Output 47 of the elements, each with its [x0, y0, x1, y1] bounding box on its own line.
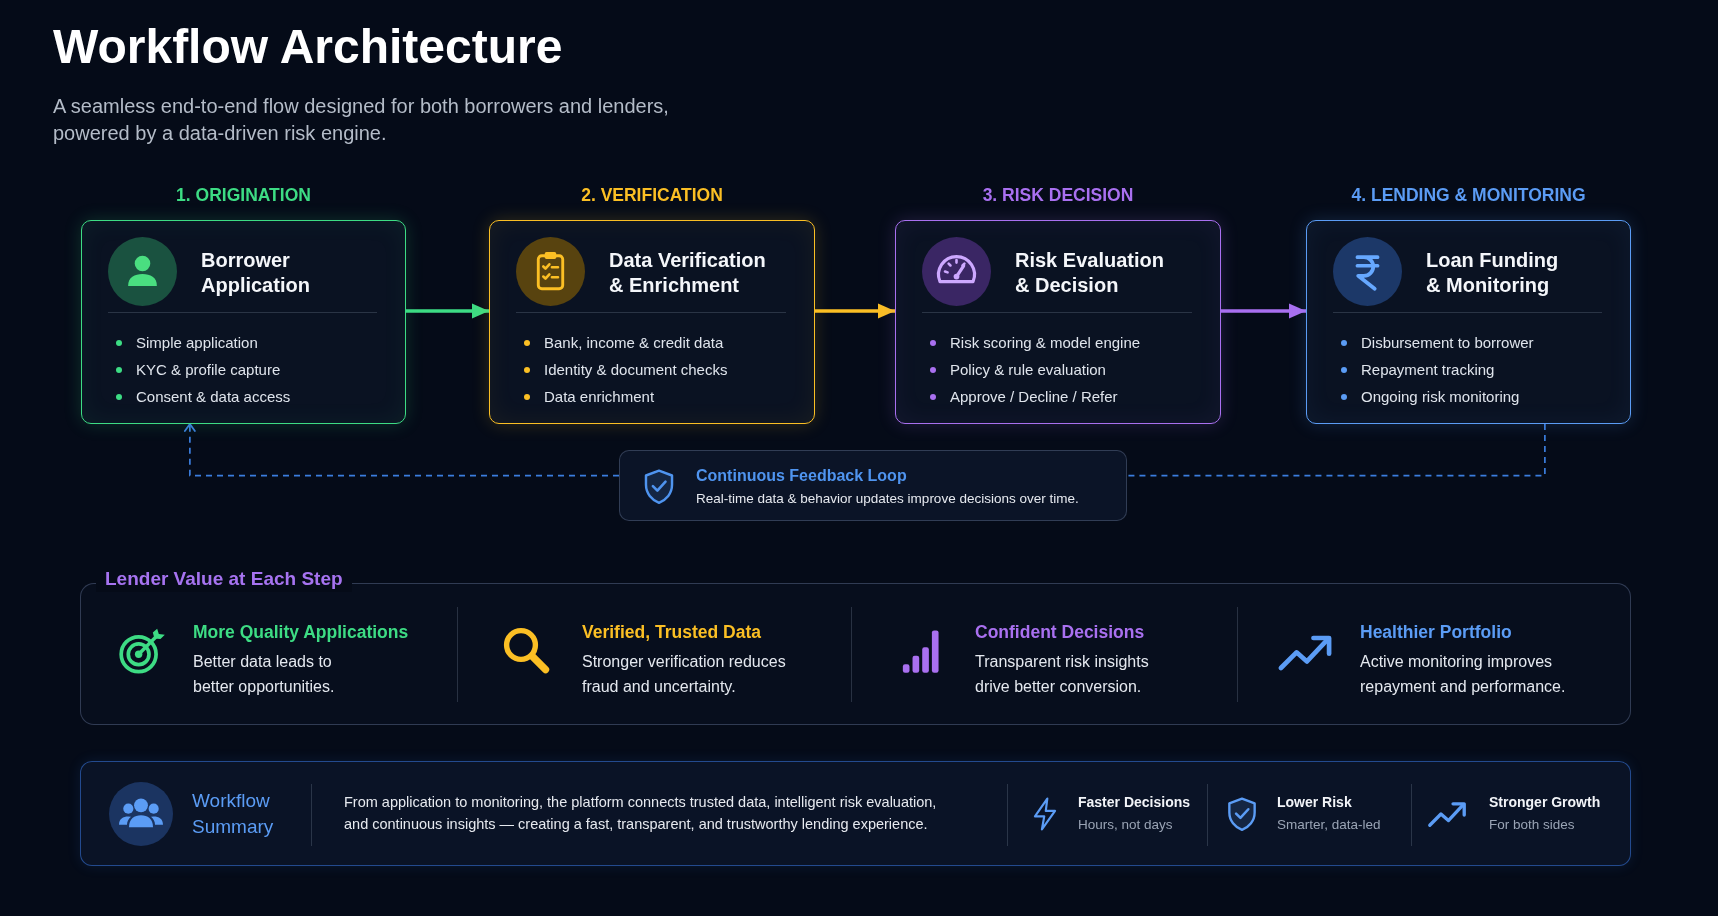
item-title: Verified, Trusted Data	[582, 621, 761, 643]
stage-heading: 2. VERIFICATION	[581, 184, 723, 206]
item-description: Stronger verification reduces fraud and uncertainty.	[582, 652, 787, 697]
summary-panel	[80, 761, 1631, 866]
item-description: Active monitoring improves repayment and performance.	[1360, 652, 1567, 697]
panel-text: Real-time data & behavior updates improve decisions over time.	[696, 490, 1079, 508]
item-title: Confident Decisions	[975, 621, 1145, 643]
list-item: Repayment tracking	[1361, 360, 1495, 380]
stat-title: Faster Decisions	[1078, 793, 1191, 812]
page-subtitle: A seamless end-to-end flow designed for both borrowers and lenders, powered by a data-driven risk engine.	[53, 94, 670, 146]
stat-caption: Hours, not days	[1078, 816, 1173, 834]
list-item: Identity & document checks	[544, 360, 728, 380]
list-item: Risk scoring & model engine	[950, 333, 1141, 353]
summary-heading: Workflow Summary	[192, 789, 275, 839]
summary-text: From application to monitoring, the platform connects trusted data, intelligent risk evaluation, and continuous insights — creating a fast, transparent, and trustworthy lending experience.	[344, 793, 938, 834]
stage-heading: 1. ORIGINATION	[176, 184, 311, 206]
arrow	[1221, 303, 1306, 319]
panel-title: Continuous Feedback Loop	[696, 466, 907, 486]
stat-caption: For both sides	[1489, 816, 1575, 834]
feedback-panel	[619, 450, 1127, 521]
dashed-line	[1126, 423, 1546, 477]
arrow	[406, 303, 489, 319]
list-item: Disbursement to borrower	[1361, 333, 1534, 353]
stat-title: Stronger Growth	[1489, 793, 1601, 812]
list-item: Data enrichment	[544, 387, 655, 407]
list-item: Simple application	[136, 333, 258, 353]
dashed-arrow	[184, 423, 620, 477]
arrow	[815, 303, 895, 319]
list-item: KYC & profile capture	[136, 360, 281, 380]
list-item: Policy & rule evaluation	[950, 360, 1106, 380]
card-title: Risk Evaluation & Decision	[1015, 248, 1165, 298]
item-description: Transparent risk insights drive better conversion.	[975, 652, 1150, 697]
list-item: Consent & data access	[136, 387, 291, 407]
stage-heading: 3. RISK DECISION	[982, 184, 1134, 206]
list-item: Approve / Decline / Refer	[950, 387, 1118, 407]
item-title: Healthier Portfolio	[1360, 621, 1512, 643]
card-title: Borrower Application	[201, 248, 311, 298]
page-title: Workflow Architecture	[53, 19, 563, 75]
stat-title: Lower Risk	[1277, 793, 1352, 812]
card-title: Loan Funding & Monitoring	[1426, 248, 1560, 298]
list-item: Bank, income & credit data	[544, 333, 724, 353]
card-title: Data Verification & Enrichment	[609, 248, 767, 298]
item-description: Better data leads to better opportunities.	[193, 652, 336, 697]
list-item: Ongoing risk monitoring	[1361, 387, 1520, 407]
stage-heading: 4. LENDING & MONITORING	[1351, 184, 1586, 206]
item-title: More Quality Applications	[193, 621, 409, 643]
stat-caption: Smarter, data-led	[1277, 816, 1381, 834]
